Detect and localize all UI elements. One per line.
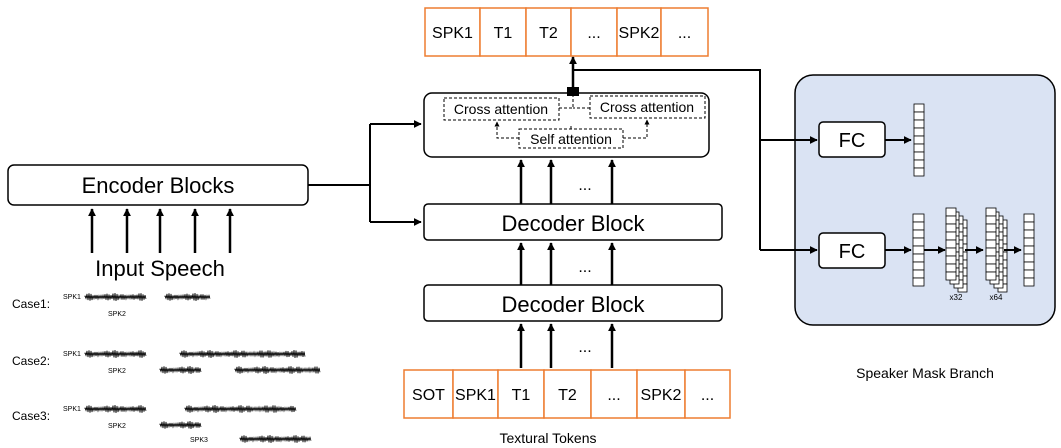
input-token-label: ...: [607, 387, 620, 404]
encoder-label: Encoder Blocks: [82, 173, 235, 198]
input-token-0: SOT: [403, 369, 454, 419]
cross-attention-left-label: Cross attention: [454, 101, 548, 117]
stack-label-x64: x64: [990, 293, 1003, 302]
input-tokens-caption: Textural Tokens: [499, 430, 596, 446]
mask-feature-columns: [912, 103, 1035, 293]
input-token-label: SOT: [412, 387, 445, 404]
speaker-label: SPK2: [108, 311, 126, 318]
speaker-label: SPK1: [63, 351, 81, 358]
feature-column: [985, 207, 997, 281]
feature-column: [912, 213, 925, 287]
input-token-row: SOT SPK1 T1 T2... SPK2...: [403, 369, 731, 419]
mask-branch-connections: [572, 69, 818, 254]
self-attention-label: Self attention: [530, 131, 612, 147]
feature-column: [913, 103, 925, 177]
output-token-3: ...: [570, 7, 618, 57]
feature-column: [945, 207, 957, 281]
output-token-label: ...: [587, 25, 600, 42]
input-token-5: SPK2: [636, 369, 686, 419]
speaker-label: SPK1: [63, 294, 81, 301]
input-token-label: SPK2: [641, 387, 682, 404]
case-label: Case3:: [12, 409, 50, 423]
speaker-mask-branch-panel: [794, 74, 1056, 326]
output-token-label: T1: [494, 25, 513, 42]
case-label: Case2:: [12, 354, 50, 368]
encoder-block: Encoder Blocks: [7, 164, 309, 206]
output-token-label: SPK1: [432, 25, 473, 42]
input-token-label: SPK1: [455, 387, 496, 404]
decoder-block-lower: Decoder Block: [423, 284, 723, 322]
input-speech-label: Input Speech: [95, 256, 225, 281]
fc-upper-label: FC: [839, 130, 866, 152]
input-token-1: SPK1: [452, 369, 499, 419]
input-token-label: T1: [512, 387, 531, 404]
speaker-label: SPK1: [63, 406, 81, 413]
output-token-label: ...: [678, 25, 691, 42]
output-token-1: T1: [479, 7, 527, 57]
decoder-block-upper: Decoder Block: [423, 203, 723, 241]
input-token-6: ...: [684, 369, 731, 419]
fc-upper: FC: [818, 121, 886, 158]
output-token-4: SPK2: [616, 7, 662, 57]
cross-attention-right-label: Cross attention: [600, 99, 694, 115]
decoder-attention-block: Cross attention Cross attention Self att…: [423, 92, 710, 158]
output-token-label: T2: [539, 25, 558, 42]
speaker-mask-branch-caption: Speaker Mask Branch: [856, 365, 994, 381]
input-token-3: T2: [543, 369, 592, 419]
input-token-4: ...: [590, 369, 638, 419]
output-token-5: ...: [660, 7, 709, 57]
decoder-arrows: [517, 159, 616, 368]
ellipsis-top: ...: [578, 177, 591, 194]
feature-column: [1023, 213, 1035, 287]
input-speech-arrows: [88, 208, 234, 253]
fc-lower-label: FC: [839, 241, 866, 263]
case-label: Case1:: [12, 297, 50, 311]
ellipsis-mid: ...: [578, 259, 591, 276]
decoder-block-upper-label: Decoder Block: [501, 211, 645, 236]
speaker-label: SPK2: [108, 368, 126, 375]
speaker-label: SPK3: [190, 437, 208, 444]
decoder-block-lower-label: Decoder Block: [501, 292, 645, 317]
output-token-2: T2: [525, 7, 572, 57]
input-token-2: T1: [497, 369, 545, 419]
output-token-label: SPK2: [619, 25, 660, 42]
fc-lower: FC: [818, 232, 886, 269]
input-token-label: T2: [558, 387, 577, 404]
ellipsis-bottom: ...: [578, 339, 591, 356]
stack-label-x32: x32: [950, 293, 963, 302]
speech-cases: Case1:SPK1SPK2Case2:SPK1SPK2Case3:SPK1SP…: [12, 292, 321, 444]
output-token-0: SPK1: [424, 7, 481, 57]
input-token-label: ...: [701, 387, 714, 404]
speaker-label: SPK2: [108, 423, 126, 430]
output-token-row: SPK1 T1 T2... SPK2...: [424, 7, 709, 57]
encoder-decoder-connections: [308, 120, 422, 226]
